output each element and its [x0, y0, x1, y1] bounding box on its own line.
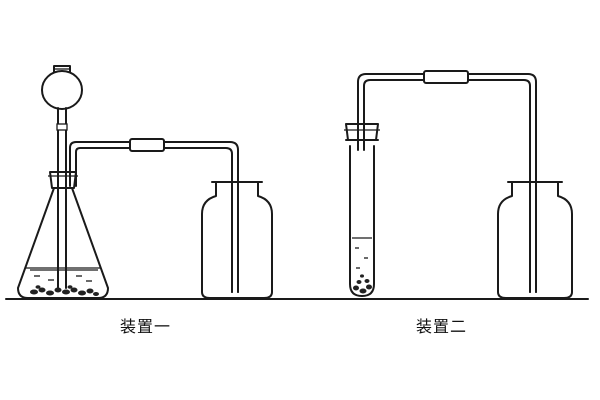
solid-particles — [30, 285, 99, 296]
separatory-funnel — [41, 65, 83, 289]
delivery-tube-1 — [69, 138, 239, 293]
tube-solid — [353, 274, 372, 294]
collecting-bottle-2 — [497, 175, 573, 299]
collecting-bottle-1 — [201, 175, 273, 299]
apparatus-1 — [17, 65, 273, 299]
apparatus-2 — [344, 70, 573, 299]
conical-flask — [17, 167, 109, 299]
test-tube — [344, 123, 380, 297]
apparatus-2-caption: 装置二 — [416, 317, 468, 336]
delivery-tube-2 — [357, 70, 537, 293]
apparatus-1-caption: 装置一 — [120, 317, 172, 336]
